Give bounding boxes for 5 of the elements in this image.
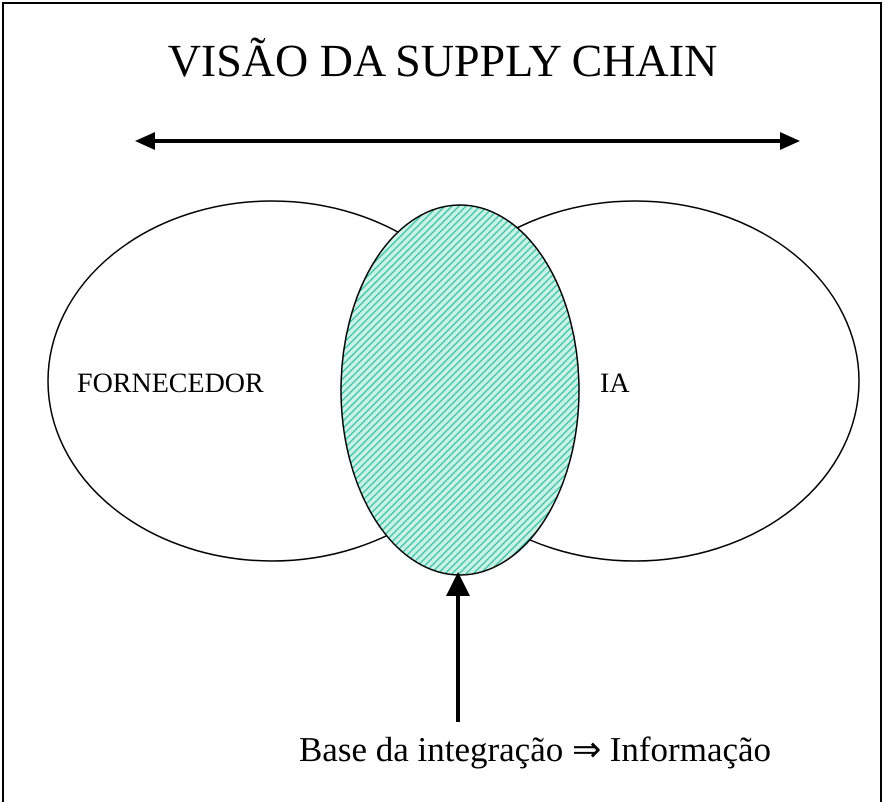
arrow <box>446 572 470 722</box>
diagram-title: VISÃO DA SUPPLY CHAIN <box>166 38 718 84</box>
circle-label: IA <box>600 370 630 398</box>
circle-label: FORNECEDOR <box>77 370 264 398</box>
caption-text: Base da integração ⇒ Informação <box>298 732 772 766</box>
